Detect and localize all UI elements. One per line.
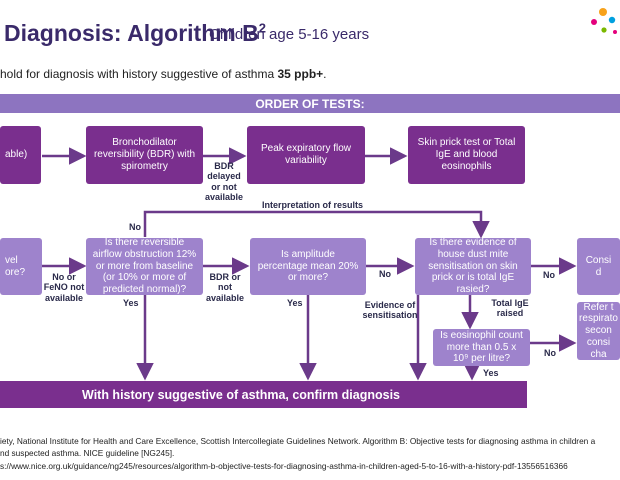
- yes-label-pef: Yes: [287, 298, 303, 308]
- consider-box: Consi d: [577, 238, 620, 295]
- refer-label: Refer t respirato secon consi cha: [579, 301, 618, 360]
- eosinophil-question-box: Is eosinophil count more than 0.5 x 10⁹ …: [433, 329, 530, 366]
- bdr-question-box: Is there reversible airflow obstruction …: [86, 237, 203, 296]
- bdr-question-label: Is there reversible airflow obstruction …: [92, 237, 197, 296]
- bdr-test-box: Bronchodilator reversibility (BDR) with …: [86, 126, 203, 184]
- first-test-label: able): [5, 149, 28, 161]
- bdr-delayed-label: BDR delayed or not available: [204, 161, 244, 203]
- refer-box: Refer t respirato secon consi cha: [577, 302, 620, 360]
- consider-label: Consi d: [585, 254, 612, 278]
- no-feno-label: No or FeNO not available: [43, 272, 85, 303]
- bdr-test-label: Bronchodilator reversibility (BDR) with …: [93, 137, 196, 172]
- evidence-of-sensitisation-label: Evidence of sensitisation: [362, 300, 418, 321]
- pef-question-box: Is amplitude percentage mean 20% or more…: [250, 238, 366, 295]
- no-top-label: No: [129, 222, 141, 232]
- footer-reference-line-1: iety, National Institute for Health and …: [0, 436, 596, 446]
- footer-reference-line-2: nd suspected asthma. NICE guideline [NG2…: [0, 448, 175, 458]
- page-title: Diagnosis: Algorithm B2: [4, 20, 266, 46]
- eosinophil-question-label: Is eosinophil count more than 0.5 x 10⁹ …: [440, 329, 523, 365]
- order-of-tests-bar: ORDER OF TESTS:: [0, 94, 620, 113]
- page-subtitle: Children age 5-16 years: [209, 26, 370, 43]
- pef-test-box: Peak expiratory flow variability: [247, 126, 365, 184]
- feno-question-box: vel ore?: [0, 238, 42, 295]
- bdr-not-available-label: BDR or not available: [205, 272, 245, 303]
- no-eosinophil-label: No: [544, 348, 556, 358]
- yes-label-bdr: Yes: [123, 298, 139, 308]
- first-test-box: able): [0, 126, 41, 184]
- logo-icon: [591, 8, 617, 34]
- confirm-diagnosis-bar: With history suggestive of asthma, confi…: [0, 381, 527, 408]
- interpretation-label: Interpretation of results: [262, 200, 364, 210]
- total-ige-raised-label: Total IgE raised: [491, 298, 529, 319]
- yes-eosinophil-label: Yes: [483, 368, 499, 378]
- threshold-text: hold for diagnosis with history suggesti…: [0, 67, 327, 81]
- footer-reference-url: s://www.nice.org.uk/guidance/ng245/resou…: [0, 461, 568, 471]
- no-mite-label: No: [543, 270, 555, 280]
- pef-question-label: Is amplitude percentage mean 20% or more…: [257, 248, 359, 284]
- skin-prick-test-box: Skin prick test or Total IgE and blood e…: [408, 126, 525, 184]
- skin-prick-test-label: Skin prick test or Total IgE and blood e…: [417, 137, 516, 172]
- feno-question-label: vel ore?: [5, 254, 26, 278]
- no-pef-label: No: [379, 269, 391, 279]
- pef-test-label: Peak expiratory flow variability: [260, 143, 352, 166]
- mite-question-label: Is there evidence of house dust mite sen…: [428, 237, 518, 296]
- mite-question-box: Is there evidence of house dust mite sen…: [415, 237, 531, 296]
